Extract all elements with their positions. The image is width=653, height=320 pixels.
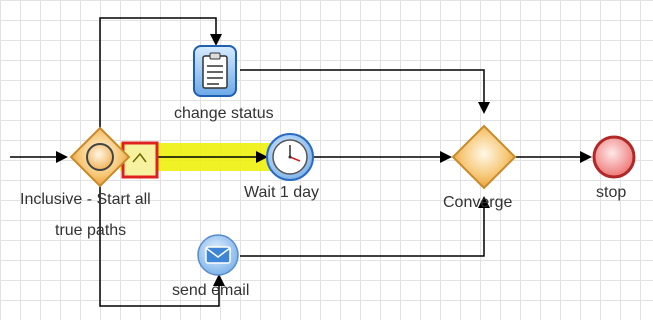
stop-end-event[interactable] (592, 135, 636, 179)
flow-change-status-to-converge[interactable] (240, 69, 490, 114)
stop-label: stop (596, 184, 627, 201)
clipboard-list-icon (202, 52, 228, 89)
wait-timer-event[interactable] (266, 133, 314, 181)
wait-label: Wait 1 day (244, 184, 319, 201)
send-email-event[interactable] (197, 234, 239, 276)
flow-to-send-email[interactable] (99, 185, 225, 307)
change-status-label: change status (174, 105, 274, 122)
flow-to-change-status[interactable] (99, 17, 222, 130)
flow-send-email-to-converge[interactable] (240, 196, 490, 257)
converge-label: Converge (443, 194, 513, 211)
converge-gateway[interactable] (451, 124, 517, 190)
start-circle-icon (86, 143, 114, 171)
send-email-label: send email (172, 282, 250, 299)
inclusive-gateway-label-line1: Inclusive - Start all (20, 191, 151, 208)
inclusive-gateway-label-line2: true paths (55, 222, 127, 239)
selected-flow-handle[interactable] (121, 141, 159, 179)
inclusive-gateway[interactable] (69, 126, 131, 188)
change-status-task[interactable] (193, 45, 237, 97)
envelope-icon (205, 246, 231, 264)
clock-icon (272, 139, 308, 175)
